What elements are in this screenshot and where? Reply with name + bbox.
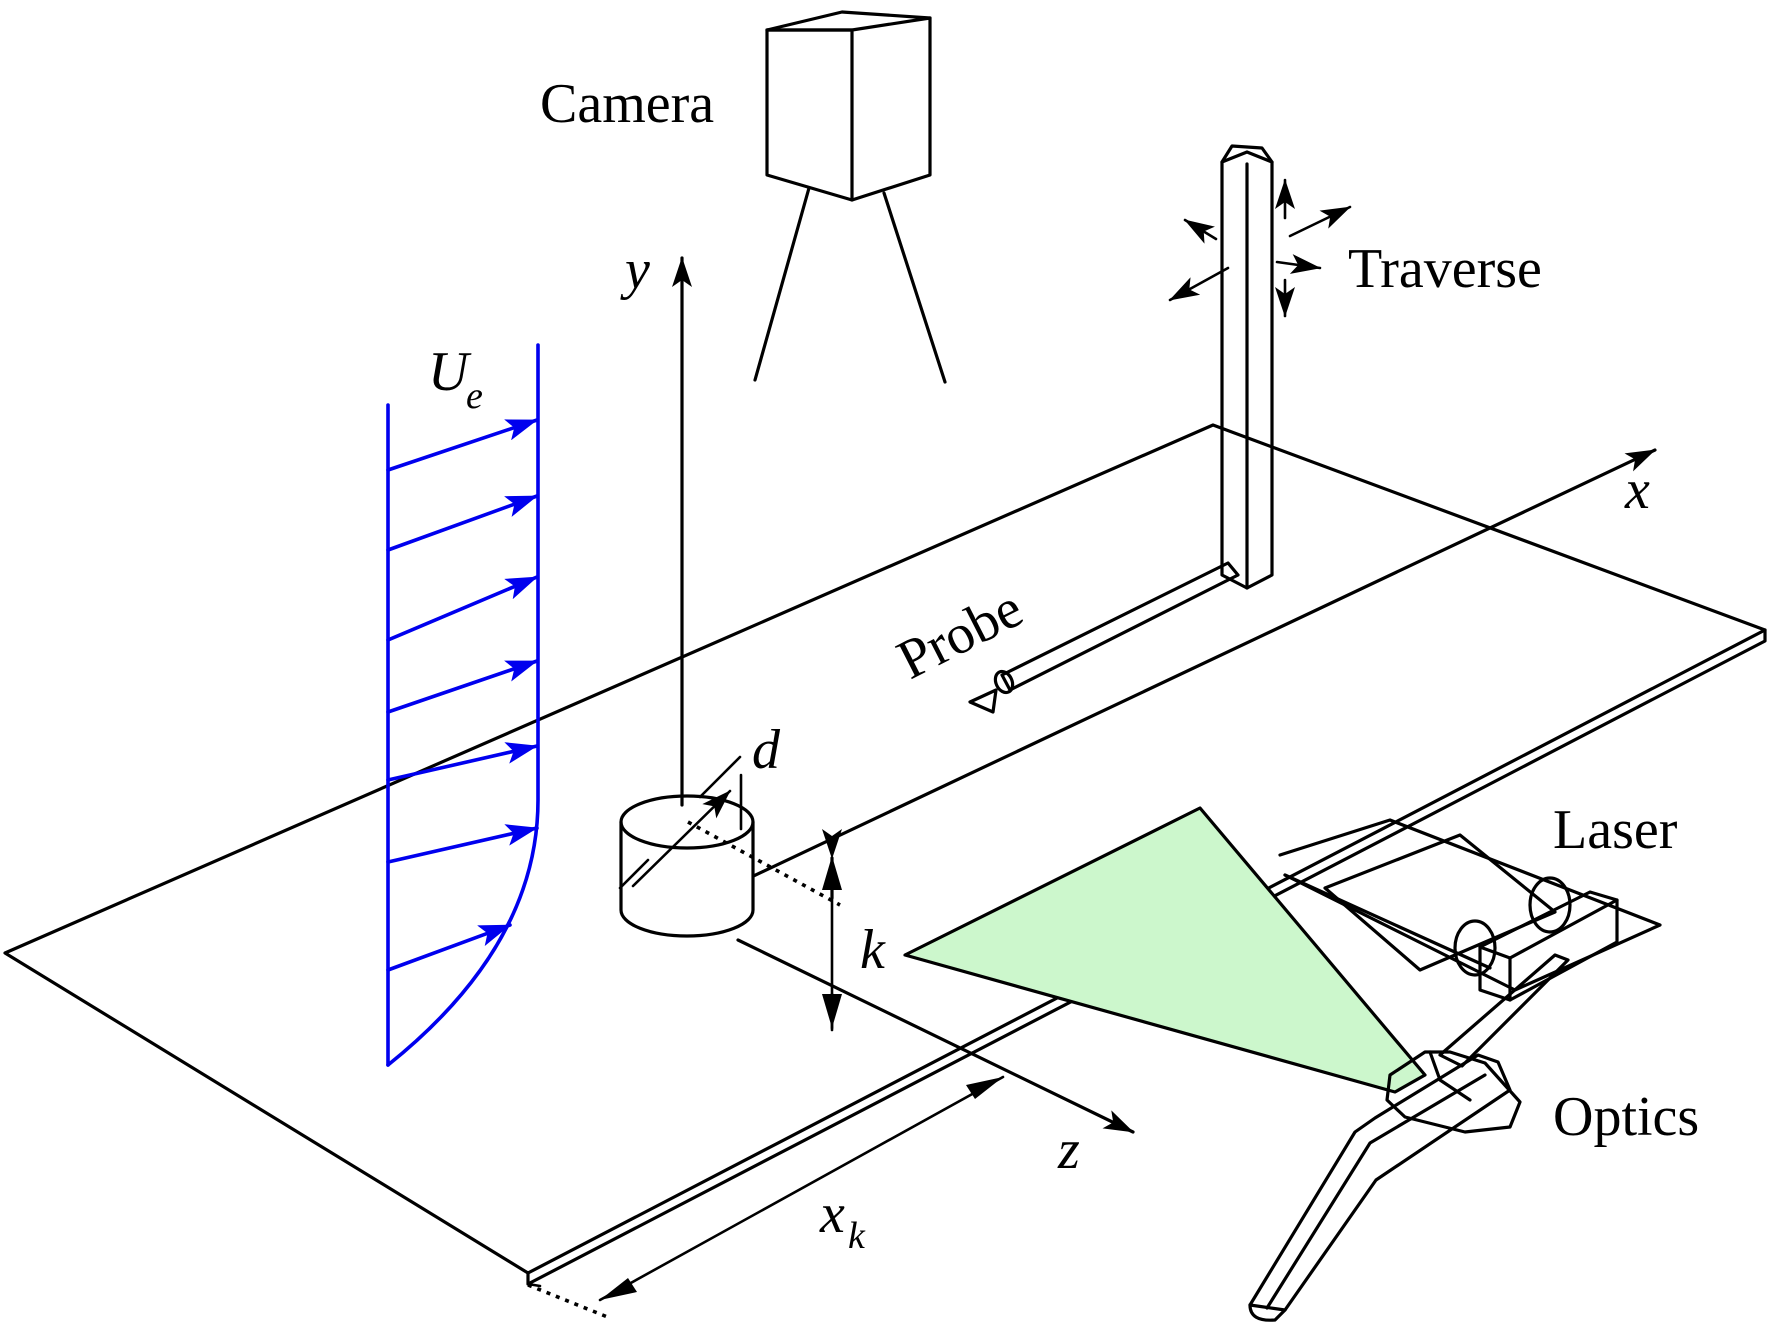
laser [1278, 818, 1662, 1002]
laser-label: Laser [1553, 799, 1678, 861]
z-axis [736, 938, 1135, 1134]
roughness-element [618, 755, 841, 938]
d-label: d [752, 719, 781, 781]
y-axis-label: y [620, 239, 650, 301]
optics [1248, 953, 1570, 1322]
k-label: k [860, 919, 886, 981]
traverse-label: Traverse [1348, 238, 1542, 300]
camera-label: Camera [540, 73, 714, 135]
optics-label: Optics [1553, 1086, 1699, 1148]
probe [968, 561, 1240, 714]
x-axis [743, 448, 1657, 882]
xk-dimension [527, 1075, 1005, 1320]
ue-label: U [428, 341, 472, 403]
probe-label: Probe [888, 577, 1033, 692]
laser-sheet [903, 806, 1427, 1094]
z-axis-label: z [1057, 1119, 1080, 1181]
velocity-profile [386, 343, 540, 1067]
flat-plate [3, 423, 1767, 1288]
xk-label: x [819, 1183, 845, 1245]
ue-subscript: e [466, 375, 483, 417]
labels: Camera Traverse Probe Laser Optics y x z… [428, 73, 1699, 1257]
traverse [1168, 144, 1352, 590]
x-axis-label: x [1624, 459, 1650, 521]
xk-subscript: k [848, 1215, 866, 1257]
camera [753, 10, 947, 384]
k-dimension [822, 829, 842, 1032]
